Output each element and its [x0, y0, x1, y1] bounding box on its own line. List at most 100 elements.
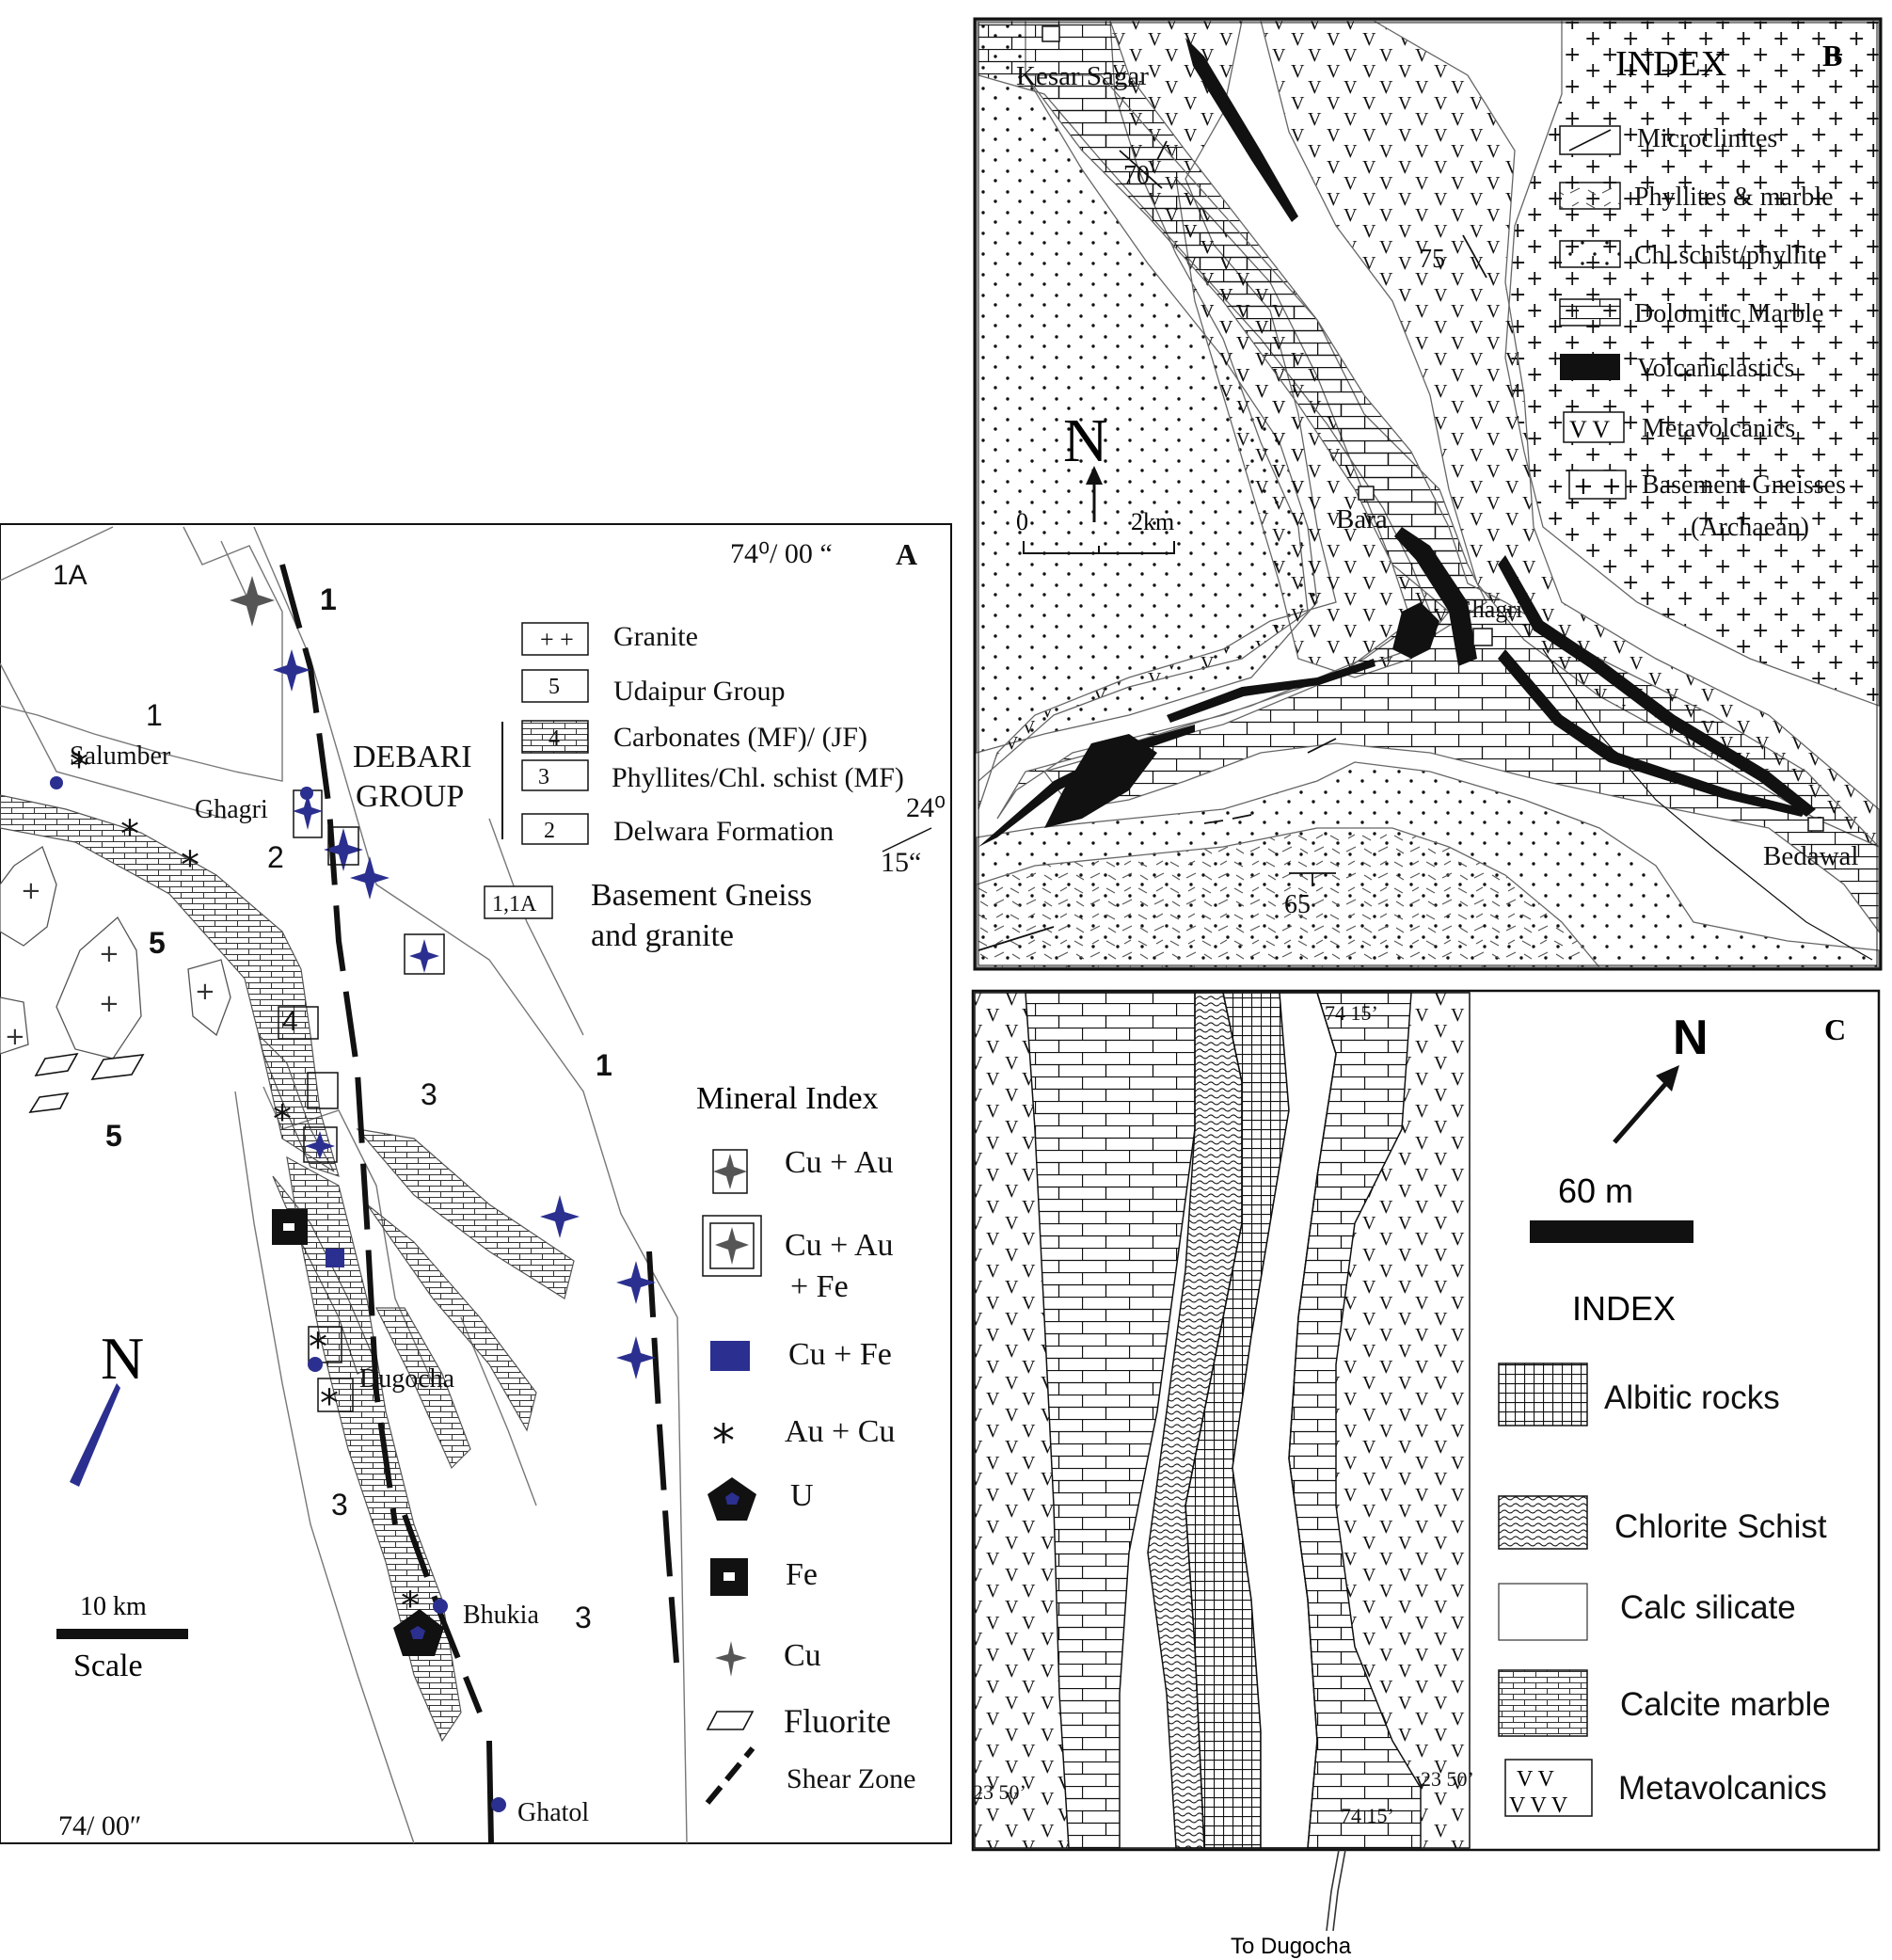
- mineral-index-label: Au + Cu: [785, 1414, 895, 1449]
- scale-value: 10 km: [80, 1592, 147, 1621]
- svg-text:+: +: [21, 877, 41, 905]
- legend-label: Volcaniclastics: [1637, 354, 1794, 383]
- mineral-index-label: U: [790, 1478, 814, 1513]
- place-label: Salumber: [70, 741, 171, 771]
- coord-label: 23 50’: [1421, 1767, 1474, 1791]
- legend-label: and granite: [591, 918, 734, 953]
- mineral-occurrence-dot: [50, 776, 63, 789]
- svg-text:+: +: [99, 940, 119, 968]
- b-phyllites-marble: [976, 827, 1601, 968]
- legend-label: Microclinites: [1637, 124, 1777, 153]
- group-label: GROUP: [356, 779, 464, 814]
- scale-bar: [1530, 1220, 1693, 1243]
- place-label: Bara: [1336, 504, 1388, 534]
- coord-label: 23 50’: [973, 1780, 1026, 1804]
- place-label: Ghatol: [517, 1798, 589, 1827]
- legend-label: Dolomitic Marble: [1634, 299, 1823, 328]
- panel-a-coordinates: 74⁰/ 00 “ A 24⁰ 15“ 74/ 00″: [58, 537, 946, 1841]
- mineral-index-label: Cu: [784, 1638, 821, 1673]
- legend-label: Metavolcanics: [1618, 1770, 1827, 1807]
- cu-au-fe-box: [303, 1126, 338, 1163]
- coord-label: 24⁰: [906, 792, 946, 823]
- unit-label: 3: [331, 1488, 348, 1522]
- panel-a-granite-bodies: [0, 846, 231, 1060]
- svg-text:+ +: + +: [1573, 472, 1622, 501]
- legend-label: Chl.schist/phyllite: [1634, 241, 1827, 270]
- panel-b-places: Kesar Sagar Bara Ghagri Bedawal 70 75 65: [1016, 25, 1858, 919]
- cu-au-occurrence-icon: [305, 1131, 335, 1159]
- unit-label: 2: [267, 840, 284, 874]
- shear-zone-icon: [705, 1746, 755, 1805]
- unit-label: 3: [421, 1077, 437, 1111]
- panel-a-shear-zones: [279, 564, 680, 1714]
- coord-label: 74 15’: [1341, 1804, 1394, 1827]
- cu-icon: [715, 1641, 747, 1677]
- svg-text:+: +: [195, 978, 215, 1006]
- panel-label: B: [1822, 39, 1842, 72]
- legend-box-label: 1,1A: [492, 892, 537, 916]
- place-label: Bedawal: [1763, 841, 1858, 871]
- panel-c-legend: C N 60 m INDEX V V V V V Albitic rocks C…: [1498, 1011, 1846, 1818]
- legend-label: Phyllites & marble: [1634, 183, 1834, 212]
- unit-4-box: [278, 1006, 319, 1040]
- legend-label: Albitic rocks: [1604, 1379, 1780, 1416]
- panel-b-north-arrow: N: [1063, 406, 1108, 522]
- c-metavolcanics-east: [1336, 993, 1468, 1848]
- au-cu-occurrence-icon: *: [70, 745, 88, 789]
- cu-au-fe-box: [404, 933, 445, 975]
- asterisk-icon: *: [712, 1415, 735, 1468]
- panel-a-carbonate-south: [286, 1155, 462, 1743]
- cu-fe-icon: [710, 1341, 750, 1371]
- au-cu-occurrence-icon: *: [320, 1382, 339, 1426]
- panel-b: INDEX B V V + + Microclinites Phyllites …: [973, 17, 1883, 971]
- cu-au-occurrence-icon: [616, 1336, 656, 1379]
- coord-label: 15“: [881, 847, 921, 878]
- legend-label: (Archaean): [1691, 513, 1809, 542]
- place-label: Ghagri: [195, 795, 268, 824]
- scale-end: 2km: [1131, 508, 1174, 535]
- c-calcite-marble-west: [1025, 992, 1196, 1849]
- svg-text:+: +: [5, 1023, 25, 1051]
- unit-label: 1A: [53, 560, 87, 591]
- panel-a-granite-marks: + + + + +: [5, 877, 215, 1051]
- mineral-index-label: Cu + Au: [785, 1228, 894, 1263]
- panel-a-scale-bar: 10 km Scale: [56, 1592, 188, 1683]
- panel-b-legend: INDEX B V V + + Microclinites Phyllites …: [1559, 39, 1846, 542]
- panel-a-shear-zone-end: [486, 1740, 494, 1844]
- cu-fe-occurrence-icon: [326, 1249, 344, 1267]
- mineral-index-title: Mineral Index: [696, 1081, 879, 1116]
- scale-label: Scale: [73, 1649, 143, 1683]
- panel-a-unit-labels: 1A 1 1 1 2 3 3 3 4 5 5: [53, 560, 612, 1634]
- panel-b-scale-bar: 0 2km: [1016, 508, 1175, 554]
- legend-box-label: 4: [549, 726, 560, 751]
- legend-label: Phyllites/Chl. schist (MF): [612, 762, 904, 793]
- panel-a-mineral-index: Mineral Index * Cu + Au Cu + Au + Fe Cu …: [696, 1081, 915, 1805]
- au-cu-occurrence-icon: *: [181, 844, 199, 887]
- legend-label: Basement Gneiss: [591, 878, 812, 913]
- b-volcaniclastics: [978, 38, 1816, 847]
- svg-text:+: +: [99, 990, 119, 1018]
- panel-a-mineral-occurrences: * * * * * * *: [50, 576, 656, 1812]
- mineral-occurrence-dot: [308, 1357, 323, 1372]
- cu-au-occurrence-icon: [273, 649, 310, 692]
- au-cu-occurrence-icon: *: [309, 1326, 327, 1369]
- panel-b-frame: [973, 17, 1883, 971]
- unit-label: 1: [596, 1048, 612, 1082]
- north-label: N: [1063, 406, 1108, 475]
- index-title: INDEX: [1572, 1289, 1676, 1328]
- au-cu-occurrence-icon: *: [273, 1098, 292, 1141]
- index-title: INDEX: [1615, 44, 1726, 84]
- legend-label: Granite: [613, 621, 698, 652]
- unit-label: 5: [105, 1119, 122, 1153]
- place-label: Dugocha: [359, 1364, 455, 1394]
- au-cu-occurrence-icon: *: [401, 1585, 420, 1628]
- panel-a-fluorite-occurrences: [28, 1052, 145, 1114]
- coord-label: 74⁰/ 00 “: [730, 538, 833, 569]
- svg-text:V V: V V: [1569, 416, 1610, 443]
- panel-a-unit-legend: + + 5 4 3 2 1,1A Granite Udaipur Group C…: [353, 621, 904, 953]
- legend-label: Calcite marble: [1620, 1686, 1831, 1723]
- legend-label: Calc silicate: [1620, 1589, 1796, 1626]
- unit-label: 3: [575, 1601, 592, 1634]
- scale-bar: [56, 1629, 188, 1639]
